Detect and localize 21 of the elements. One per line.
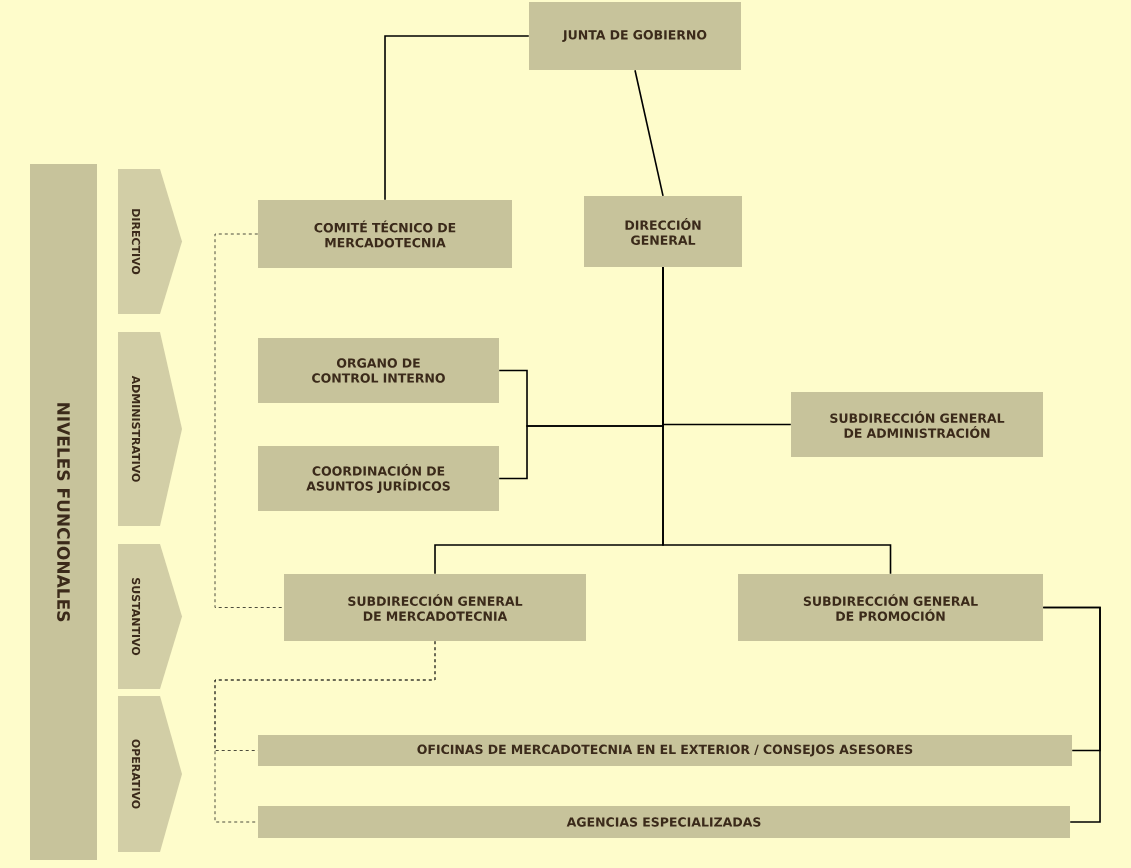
org-box: COORDINACIÓN DE ASUNTOS JURÍDICOS bbox=[258, 446, 499, 511]
connector-line bbox=[214, 640, 436, 823]
org-box: SUBDIRECCIÓN GENERAL DE MERCADOTECNIA bbox=[284, 574, 586, 641]
chevron-label: OPERATIVO bbox=[118, 696, 182, 852]
org-box: ORGANO DE CONTROL INTERNO bbox=[258, 338, 499, 403]
org-box: JUNTA DE GOBIERNO bbox=[529, 2, 741, 70]
connector-line bbox=[634, 69, 664, 197]
chevron-label: ADMINISTRATIVO bbox=[118, 332, 182, 526]
org-box: OFICINAS DE MERCADOTECNIA EN EL EXTERIOR / CONSEJOS ASESORES bbox=[258, 735, 1072, 766]
connector-line bbox=[662, 266, 892, 575]
org-box: DIRECCIÓN GENERAL bbox=[584, 196, 742, 267]
org-box: AGENCIAS ESPECIALIZADAS bbox=[258, 806, 1070, 838]
org-box: SUBDIRECCIÓN GENERAL DE ADMINISTRACIÓN bbox=[791, 392, 1043, 457]
chevron-label: SUSTANTIVO bbox=[118, 544, 182, 689]
connector-line bbox=[384, 35, 530, 201]
connector-line bbox=[214, 233, 285, 608]
connector-line bbox=[1042, 606, 1101, 823]
org-box: SUBDIRECCIÓN GENERAL DE PROMOCIÓN bbox=[738, 574, 1043, 641]
vertical-band: NIVELES FUNCIONALES bbox=[30, 164, 97, 860]
org-box: COMITÉ TÉCNICO DE MERCADOTECNIA bbox=[258, 200, 512, 268]
chevron-label: DIRECTIVO bbox=[118, 169, 182, 314]
